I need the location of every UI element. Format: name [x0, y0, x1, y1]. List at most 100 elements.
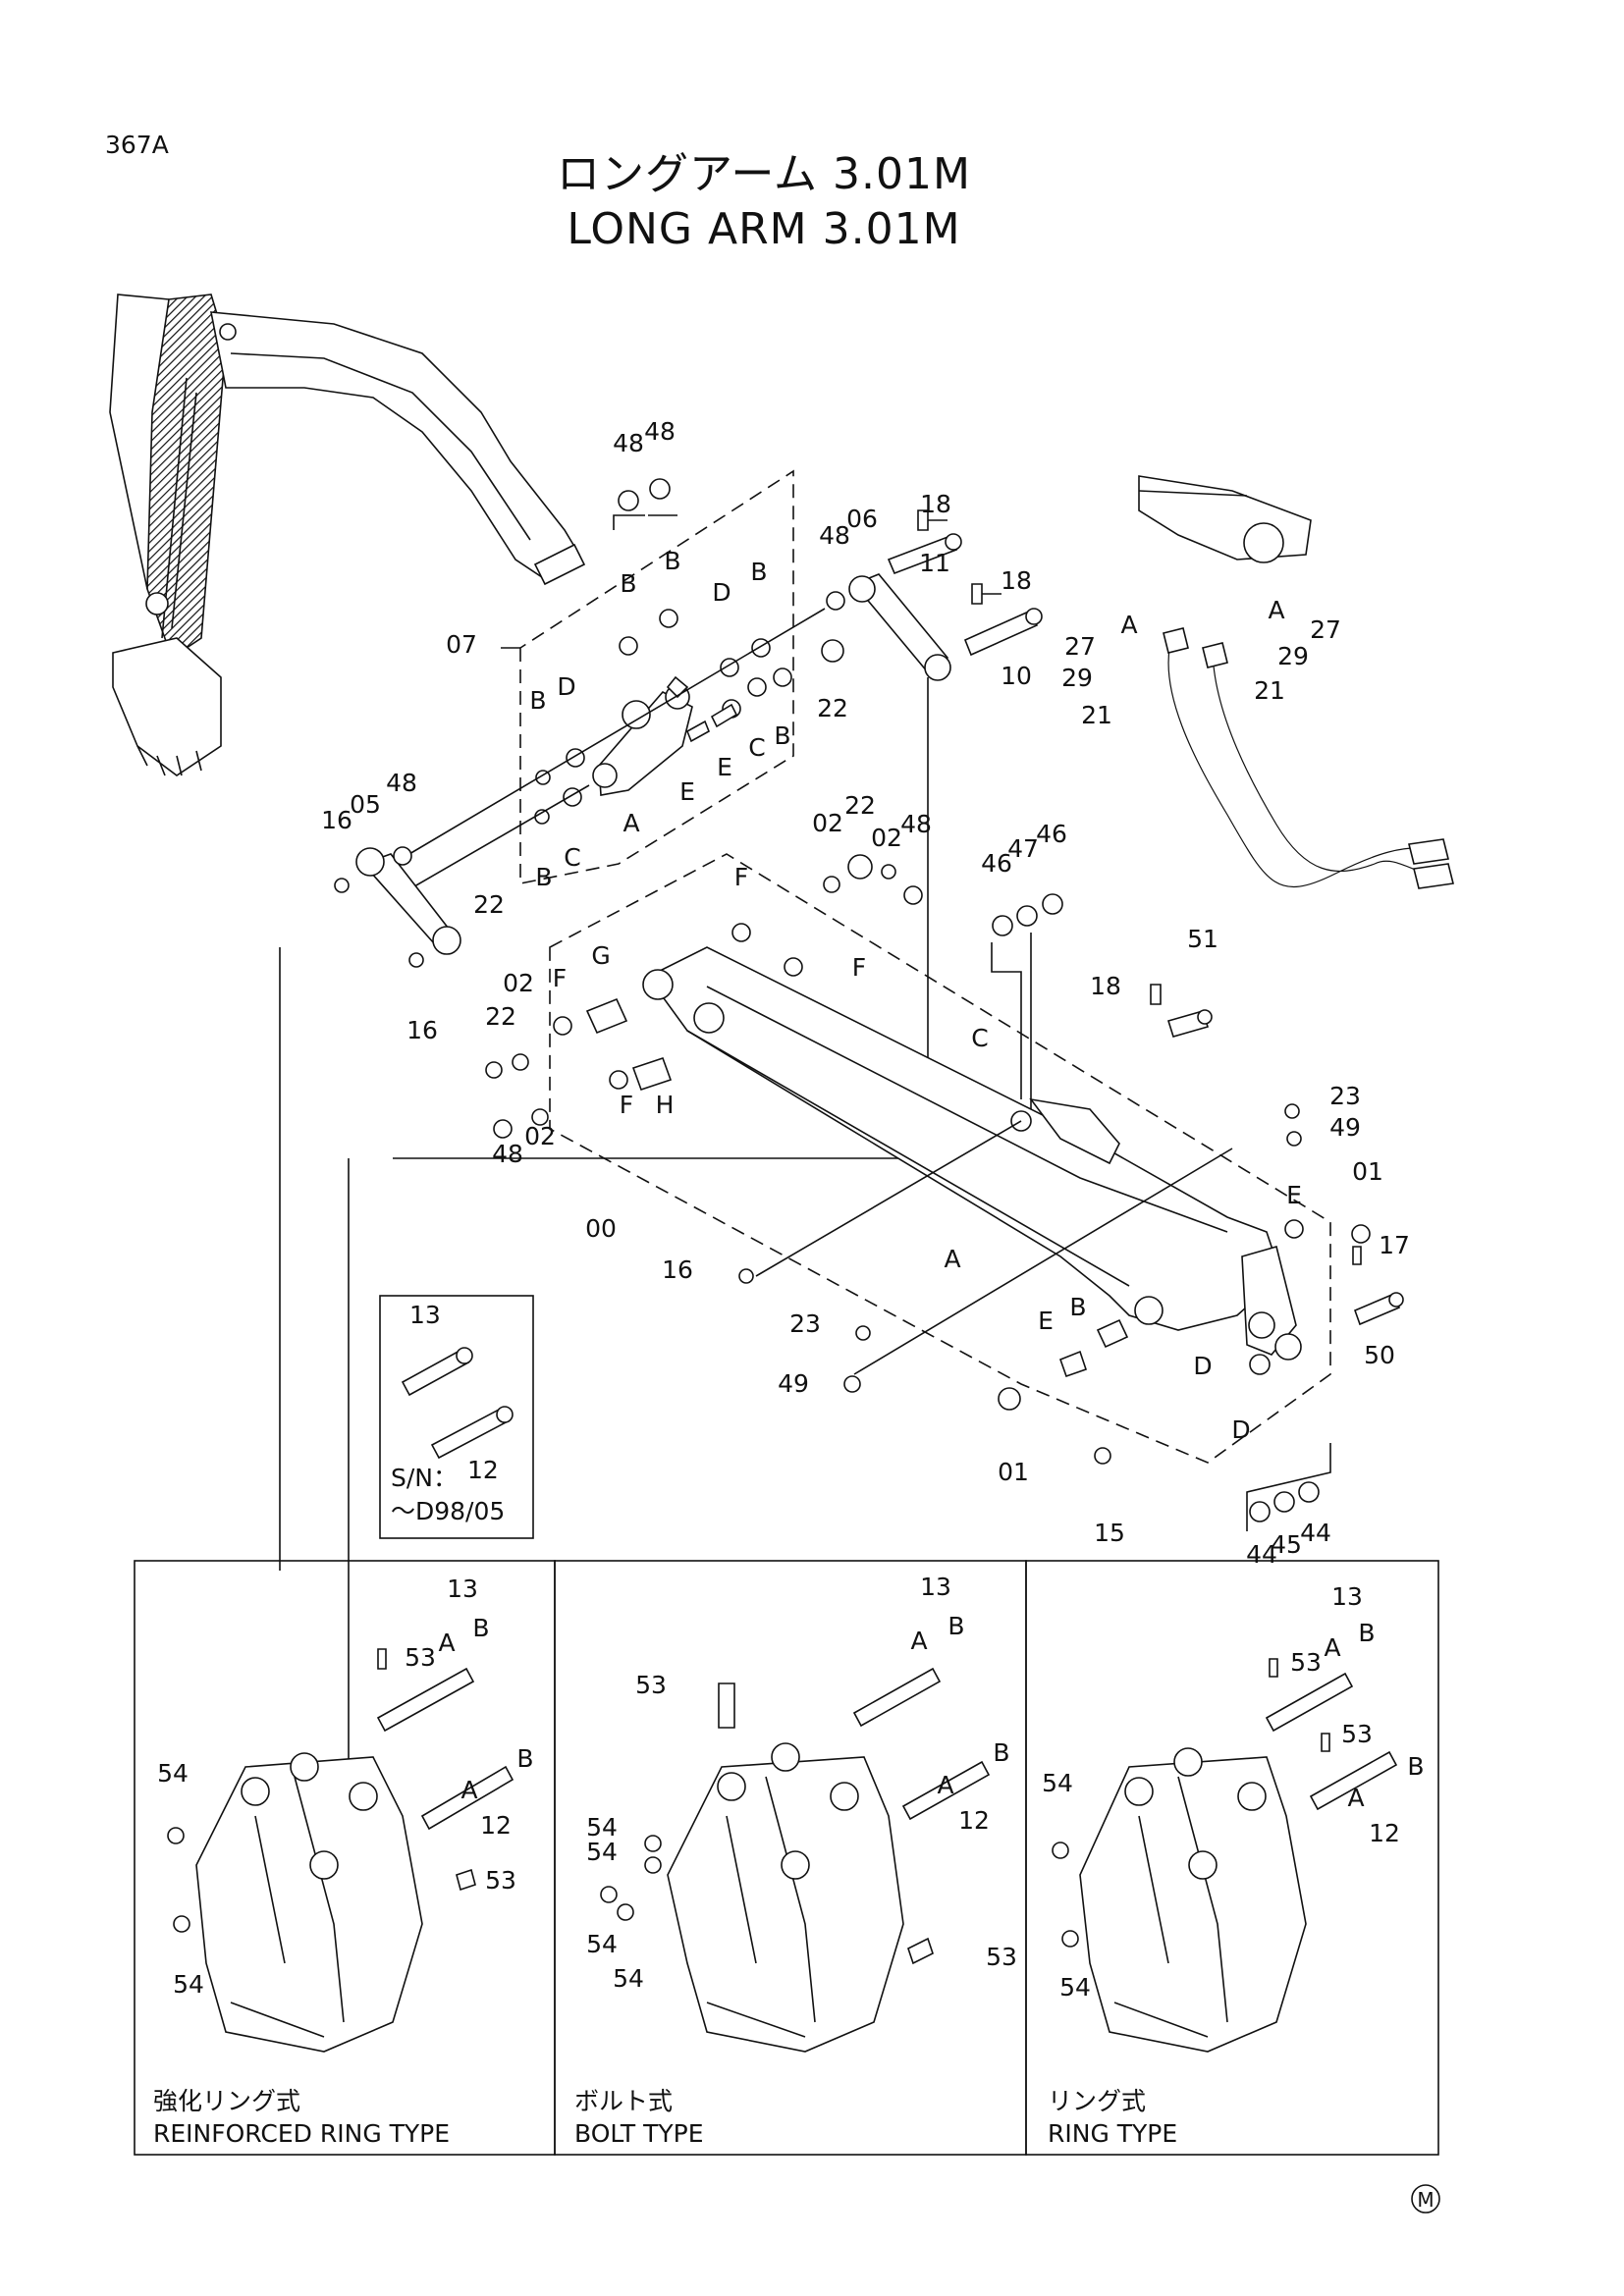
- part-label: F: [852, 953, 866, 982]
- inset-sn-line1: S/N：: [391, 1464, 458, 1492]
- caption-bolt-en: BOLT TYPE: [574, 2119, 704, 2148]
- part-label: 05: [350, 790, 381, 819]
- part-label: 27: [1310, 615, 1341, 644]
- part-label: 51: [1187, 925, 1218, 953]
- part-label: 23: [789, 1309, 821, 1338]
- part-label: C: [748, 733, 765, 762]
- part-label: F: [553, 964, 567, 992]
- panel-part-label: 54: [586, 1930, 618, 1958]
- linkage-group-07: [392, 469, 826, 894]
- caption-ring-en: RING TYPE: [1048, 2119, 1177, 2148]
- panel-part-label: 53: [986, 1943, 1017, 1971]
- part-label: D: [712, 578, 731, 607]
- panel-part-label: 53: [635, 1671, 667, 1699]
- caption-ring-jp: リング式: [1048, 2087, 1146, 2115]
- part-label: D: [1231, 1415, 1250, 1444]
- panel-part-label: B: [472, 1614, 489, 1642]
- part-label: A: [623, 809, 639, 837]
- part-label: E: [679, 777, 695, 806]
- panel-part-label: A: [910, 1627, 927, 1655]
- part-label: 01: [1352, 1157, 1383, 1186]
- part-label: 18: [920, 490, 951, 518]
- part-label: 22: [485, 1002, 516, 1031]
- part-label: B: [774, 721, 790, 750]
- part-label: G: [591, 941, 610, 970]
- panel-part-label: 12: [480, 1811, 512, 1840]
- part-label: 15: [1094, 1519, 1125, 1547]
- part-label: 16: [662, 1255, 693, 1284]
- part-label: 17: [1379, 1231, 1410, 1259]
- panel-ring: [1052, 1658, 1398, 2053]
- part-label: 18: [1001, 566, 1032, 595]
- part-label: 47: [1007, 834, 1039, 863]
- part-label: 02: [524, 1122, 556, 1150]
- panel-reinforced-ring: [167, 1648, 514, 2053]
- panel-part-label: A: [438, 1629, 455, 1657]
- part-label: 46: [1036, 820, 1067, 848]
- panel-part-label: 54: [157, 1759, 189, 1788]
- caption-bolt-jp: ボルト式: [574, 2087, 673, 2115]
- links-and-pins: [334, 509, 1043, 1159]
- part-label: 29: [1061, 664, 1093, 692]
- part-label: F: [620, 1091, 633, 1119]
- panel-part-label: B: [947, 1612, 964, 1640]
- bucket-type-panels: 強化リング式 REINFORCED RING TYPE ボルト式 BOLT TY…: [134, 1560, 1439, 2156]
- panel-part-label: 54: [1042, 1769, 1073, 1797]
- part-label: B: [664, 547, 680, 575]
- panel-part-label: A: [460, 1776, 477, 1804]
- part-label: 48: [644, 417, 676, 446]
- panel-part-label: B: [993, 1738, 1009, 1767]
- part-label: 22: [473, 890, 505, 919]
- hydraulic-hose-assembly: [1138, 475, 1454, 889]
- part-label: E: [1286, 1181, 1302, 1209]
- part-label: 29: [1277, 642, 1309, 670]
- part-label: 11: [919, 549, 950, 577]
- part-label: 48: [613, 429, 644, 457]
- panel-part-label: 54: [173, 1970, 204, 1999]
- panel-part-label: 53: [1341, 1720, 1373, 1748]
- inset-label-12: 12: [467, 1456, 499, 1484]
- part-label: B: [620, 569, 636, 598]
- panel-part-label: 13: [447, 1575, 478, 1603]
- part-label: 21: [1254, 676, 1285, 705]
- panel-part-label: 54: [613, 1964, 644, 1993]
- corner-mark-circle: [1411, 2184, 1440, 2214]
- part-label: B: [1069, 1293, 1086, 1321]
- panel-part-label: 53: [485, 1866, 516, 1895]
- part-label: C: [971, 1024, 988, 1052]
- title-japanese: ロングアーム 3.01M: [557, 149, 971, 199]
- corner-mark: M: [1417, 2188, 1434, 2212]
- part-label: B: [535, 863, 552, 891]
- part-label: D: [557, 672, 575, 701]
- part-label: 18: [1090, 972, 1121, 1000]
- part-label: D: [1193, 1352, 1212, 1380]
- part-label: 21: [1081, 701, 1112, 729]
- caption-reinforced-ring-jp: 強化リング式: [153, 2087, 300, 2115]
- panel-part-label: 54: [586, 1813, 618, 1842]
- part-label: A: [1120, 611, 1137, 639]
- part-label: B: [750, 558, 767, 586]
- part-label: 23: [1329, 1082, 1361, 1110]
- part-label: 16: [406, 1016, 438, 1044]
- part-label: 45: [1271, 1530, 1302, 1559]
- part-label: 46: [981, 849, 1012, 878]
- panel-part-label: 53: [1290, 1648, 1322, 1677]
- panel-part-label: 53: [405, 1643, 436, 1672]
- panel-part-label: 12: [958, 1806, 990, 1835]
- panel-part-label: B: [1358, 1619, 1375, 1647]
- part-label: 02: [812, 809, 843, 837]
- part-label: 22: [817, 694, 848, 722]
- part-label: 49: [778, 1369, 809, 1398]
- panel-part-label: 13: [1331, 1582, 1363, 1611]
- part-label: 27: [1064, 632, 1096, 661]
- part-label: E: [717, 753, 732, 781]
- part-label: 49: [1329, 1113, 1361, 1142]
- inset-sn-line2: ～D98/05: [391, 1497, 505, 1525]
- panel-part-label: A: [1347, 1784, 1364, 1812]
- part-label: 48: [819, 521, 850, 550]
- panel-part-label: 12: [1369, 1819, 1400, 1847]
- part-label: 50: [1364, 1341, 1395, 1369]
- caption-reinforced-ring-en: REINFORCED RING TYPE: [153, 2119, 450, 2148]
